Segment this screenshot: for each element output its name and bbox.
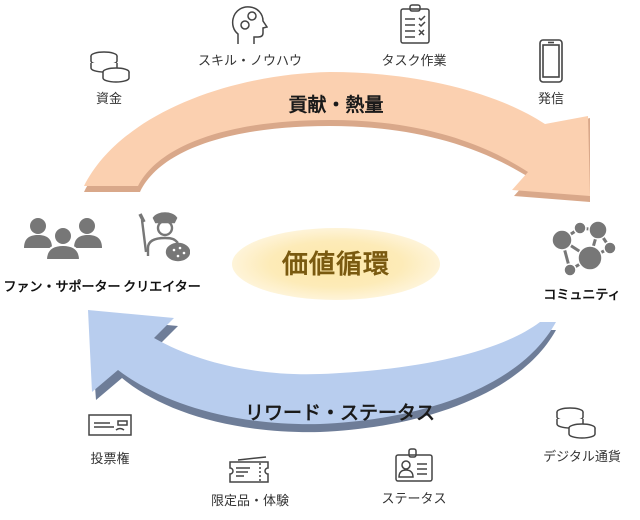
contribution-label-broadcast: 発信 [537, 92, 565, 107]
checklist-icon [399, 4, 431, 48]
contribution-label-funds: 資金 [95, 92, 123, 107]
people-group-icon [24, 216, 102, 264]
reward-label-status: ステータス [381, 492, 447, 507]
contribution-label-skills: スキル・ノウハウ [197, 54, 303, 69]
event-ticket-icon [228, 456, 270, 488]
reward-label-digital-currency: デジタル通貨 [543, 450, 621, 465]
center-title: 価値循環 [281, 250, 391, 280]
network-icon [548, 218, 618, 286]
coins-icon [88, 50, 132, 88]
ticket-card-icon [88, 414, 132, 440]
artist-icon [134, 210, 191, 266]
center-glow [232, 228, 440, 300]
smartphone-icon [538, 38, 564, 88]
reward-label-voting: 投票権 [90, 452, 130, 467]
coins-icon [554, 406, 598, 444]
actor-label-creator: クリエイター [123, 280, 201, 295]
head-gears-icon [230, 4, 269, 50]
top-arrow-label: 貢献・熱量 [288, 94, 384, 116]
actor-label-community: コミュニティ [543, 288, 621, 303]
reward-label-limited: 限定品・体験 [210, 494, 290, 509]
bottom-arrow-label: リワード・ステータス [244, 402, 436, 424]
bottom-arrow [88, 310, 556, 425]
top-arrow [84, 72, 590, 196]
contribution-label-tasks: タスク作業 [381, 54, 447, 69]
id-badge-icon [394, 448, 434, 486]
actor-label-fans: ファン・サポーター [3, 280, 121, 295]
